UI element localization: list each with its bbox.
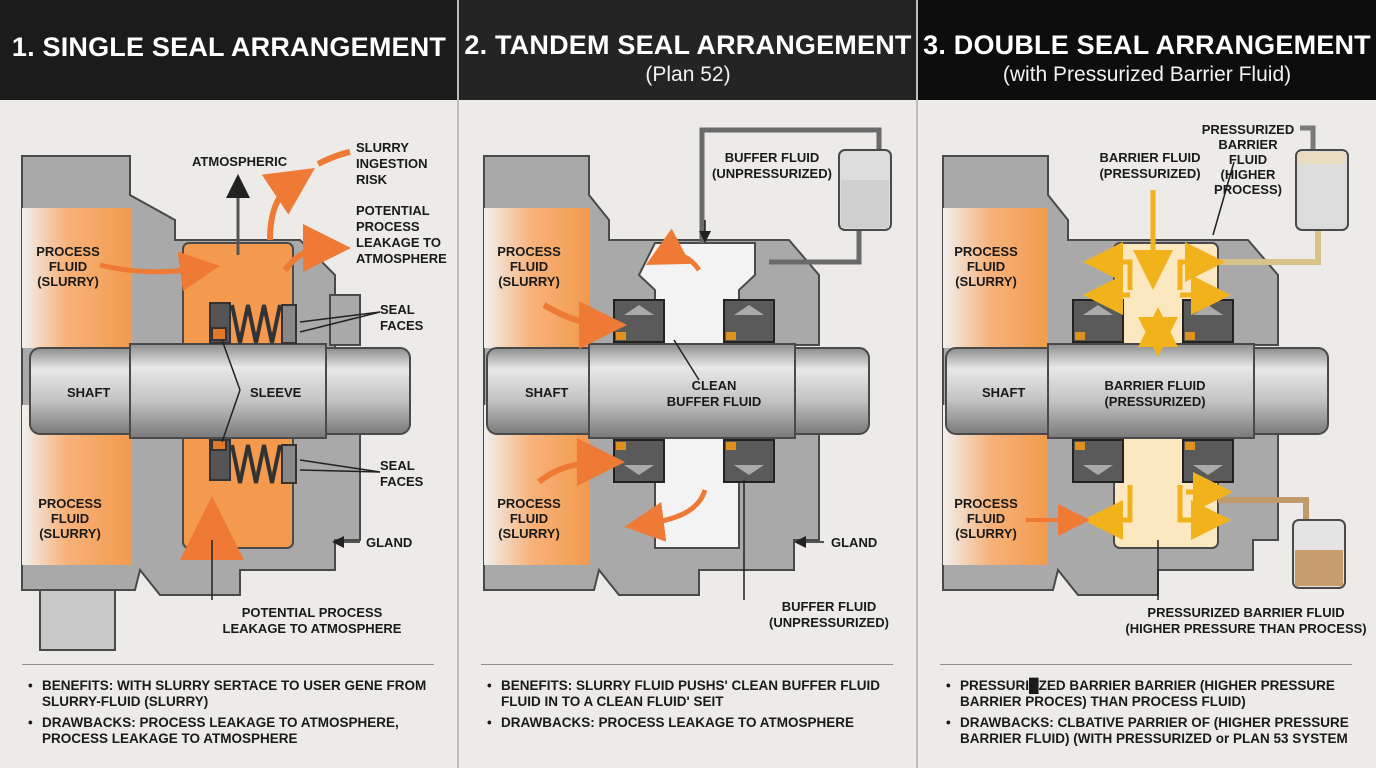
notes-divider (22, 664, 434, 665)
panel-title: 1. SINGLE SEAL ARRANGEMENT (11, 32, 447, 62)
label-atmospheric: ATMOSPHERIC (192, 154, 288, 169)
notes-divider (940, 664, 1352, 665)
label-shaft: SHAFT (982, 385, 1025, 400)
seal-ring-inner-bottom (613, 439, 665, 483)
seal-ring-inner-top (613, 299, 665, 343)
seal-ring-inner-top (1072, 299, 1124, 343)
label-buffer-top: BUFFER FLUID(UNPRESSURIZED) (712, 150, 832, 181)
seal-ring-inner-bottom (1072, 439, 1124, 483)
label-shaft: SHAFT (67, 385, 110, 400)
seal-ring-outer-top (723, 299, 775, 343)
seal-ring-outer-top (1182, 299, 1234, 343)
panel-tandem-seal: 2. TANDEM SEAL ARRANGEMENT (Plan 52) (459, 0, 917, 768)
drawbacks-text: DRAWBACKS: PROCESS LEAKAGE TO ATMOSPHERE… (26, 715, 436, 747)
benefits-text: BENEFITS: WITH SLURRY SERTACE TO USER GE… (26, 678, 436, 710)
panel-subtitle: (Plan 52) (645, 63, 731, 86)
label-sleeve: SLEEVE (250, 385, 302, 400)
spring-bottom (209, 439, 297, 484)
sleeve (1047, 343, 1255, 439)
process-zone-top (484, 208, 589, 348)
drawbacks-text: DRAWBACKS: PROCESS LEAKAGE TO ATMOSPHERE (485, 715, 895, 731)
notes: BENEFITS: SLURRY FLUID PUSHS' CLEAN BUFF… (485, 678, 895, 736)
label-barrier-center: BARRIER FLUID(PRESSURIZED) (1104, 378, 1205, 409)
label-buffer-bottom: BUFFER FLUID(UNPRESSURIZED) (769, 599, 889, 630)
buffer-piping (699, 127, 882, 265)
panel-separator (457, 0, 459, 768)
drawbacks-text: DRAWBACKS: CLBATIVE PARRIER OF (HIGHER P… (944, 715, 1354, 747)
panel-header: 3. DOUBLE SEAL ARRANGEMENT (with Pressur… (918, 0, 1376, 100)
panel-header: 2. TANDEM SEAL ARRANGEMENT (Plan 52) (459, 0, 917, 100)
label-gland: GLAND (831, 535, 877, 550)
seal-ring-outer-bottom (723, 439, 775, 483)
notes-divider (481, 664, 893, 665)
label-gland: GLAND (366, 535, 412, 550)
seal-ring-outer-bottom (1182, 439, 1234, 483)
process-zone-top (22, 208, 132, 348)
label-shaft: SHAFT (525, 385, 568, 400)
barrier-piping-in (1218, 220, 1321, 265)
panel-separator (916, 0, 918, 768)
panel-single-seal: 1. SINGLE SEAL ARRANGEMENT (0, 0, 458, 768)
panel-title: 2. TANDEM SEAL ARRANGEMENT (464, 30, 912, 60)
label-pressurized-bottom: PRESSURIZED BARRIER FLUID(HIGHER PRESSUR… (1125, 605, 1366, 636)
benefits-text: BENEFITS: SLURRY FLUID PUSHS' CLEAN BUFF… (485, 678, 895, 710)
spring-top (209, 302, 297, 344)
benefits-text: PRESSURI█ZED BARRIER BARRIER (HIGHER PRE… (944, 678, 1354, 710)
panel-header: 1. SINGLE SEAL ARRANGEMENT (0, 0, 458, 100)
label-barrier-top: BARRIER FLUID(PRESSURIZED) (1099, 150, 1200, 181)
barrier-reservoir (1295, 149, 1349, 231)
sleeve (588, 343, 796, 439)
panel-title: 3. DOUBLE SEAL ARRANGEMENT (923, 30, 1371, 60)
panel-subtitle: (with Pressurized Barrier Fluid) (1002, 63, 1292, 86)
barrier-piping-out (1218, 497, 1309, 520)
panel-double-seal: 3. DOUBLE SEAL ARRANGEMENT (with Pressur… (918, 0, 1376, 768)
notes: BENEFITS: WITH SLURRY SERTACE TO USER GE… (26, 678, 436, 752)
process-zone-top (943, 208, 1048, 348)
notes: PRESSURI█ZED BARRIER BARRIER (HIGHER PRE… (944, 678, 1354, 752)
